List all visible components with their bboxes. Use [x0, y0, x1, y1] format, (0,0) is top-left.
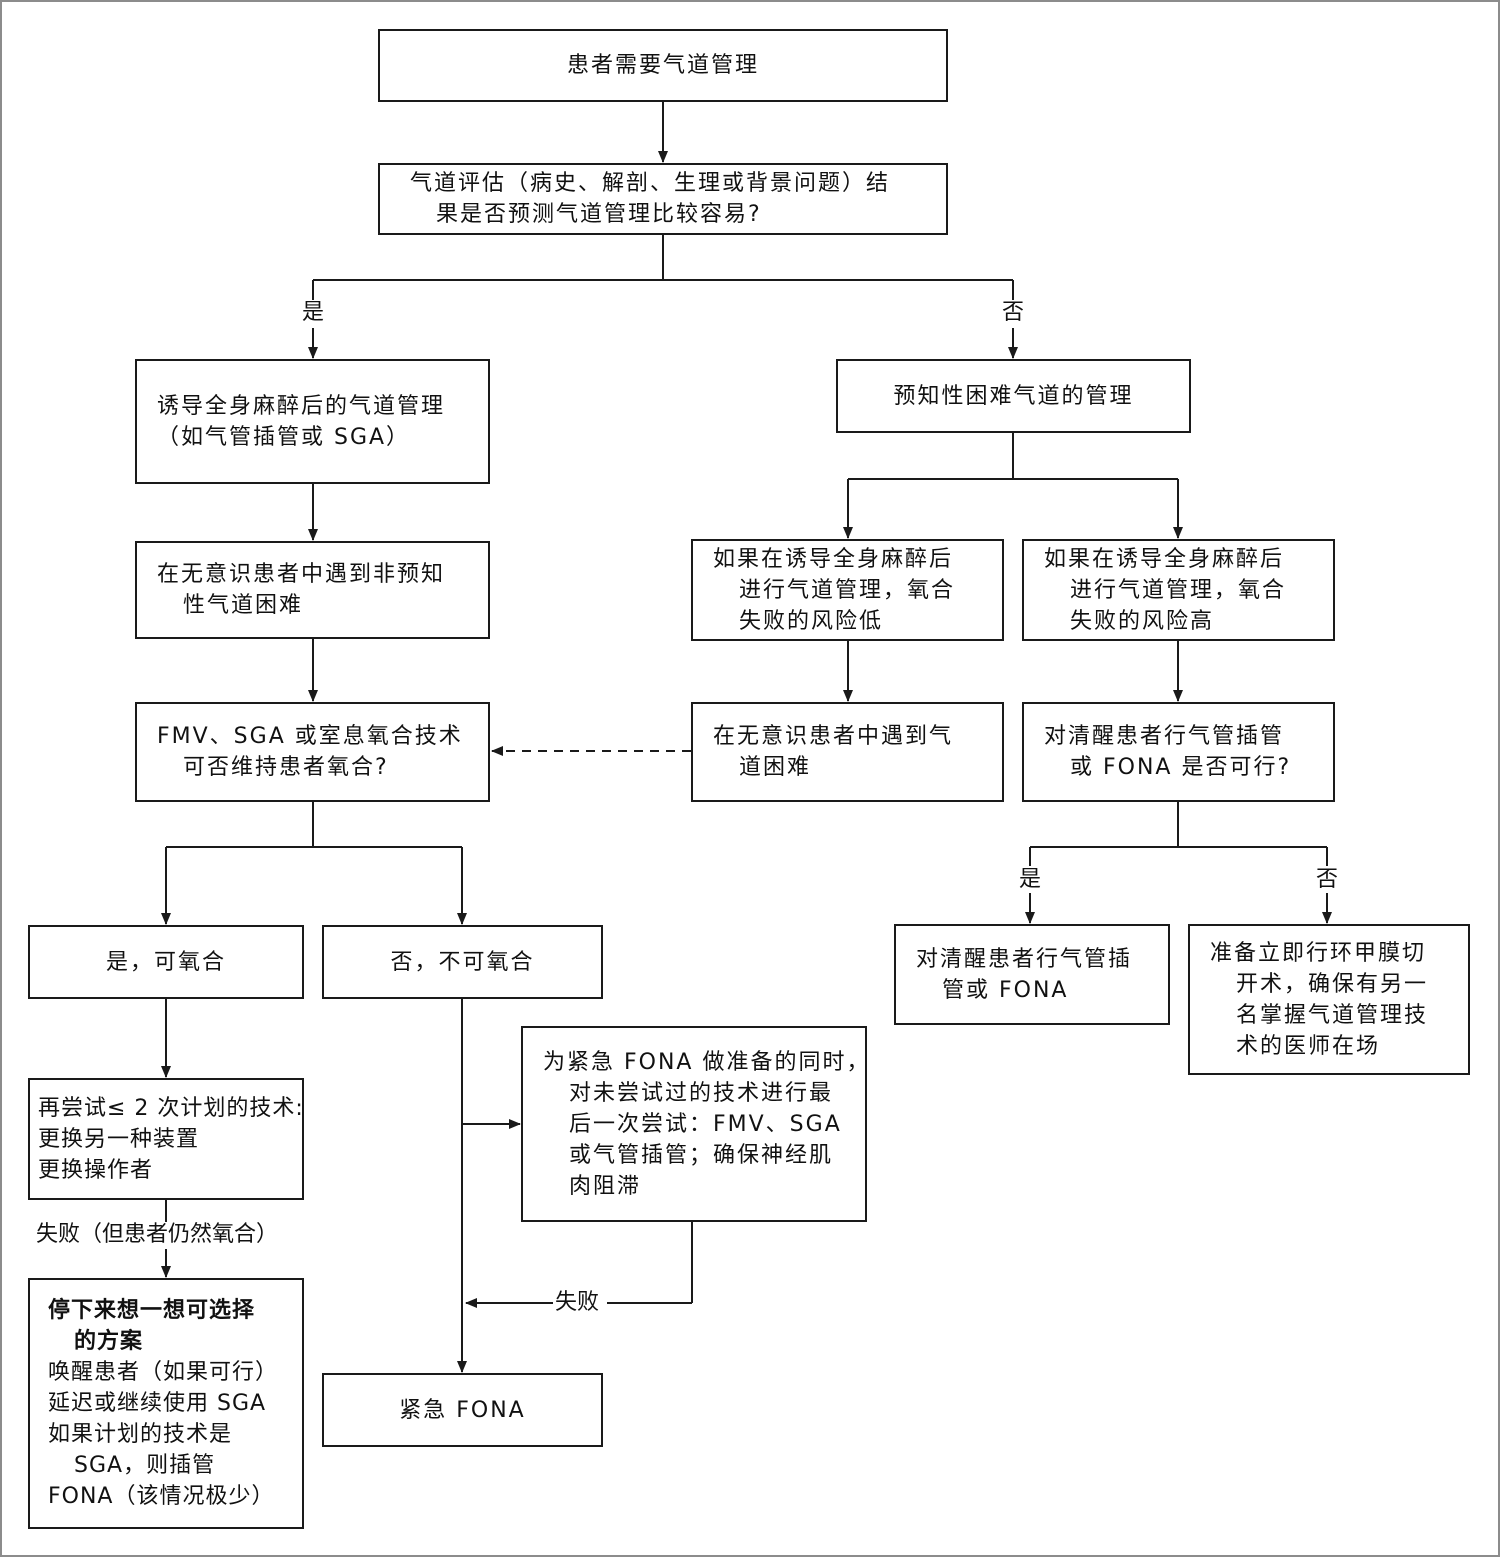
label-no: 否 [1002, 300, 1025, 326]
node-ga-airway-management: 诱导全身麻醉后的气道管理 （如气管插管或 SGA） [135, 359, 490, 484]
node-yes-can-oxygenate: 是，可氧合 [28, 925, 304, 999]
node-final-attempt: 为紧急 FONA 做准备的同时， 对未尝试过的技术进行最 后一次尝试：FMV、S… [521, 1026, 868, 1222]
node-prepare-cricothyrotomy: 准备立即行环甲膜切 开术，确保有另一 名掌握气道管理技 术的医师在场 [1188, 924, 1470, 1075]
node-low-risk: 如果在诱导全身麻醉后 进行气道管理，氧合 失败的风险低 [691, 539, 1004, 641]
node-awake-intubation: 对清醒患者行气管插 管或 FONA [894, 924, 1170, 1025]
node-emergency-fona: 紧急 FONA [322, 1373, 603, 1447]
label-yes: 是 [302, 300, 325, 326]
node-awake-intubation-question: 对清醒患者行气管插管 或 FONA 是否可行? [1022, 702, 1335, 802]
label-fail: 失败 [555, 1290, 600, 1316]
node-unanticipated-difficulty: 在无意识患者中遇到非预知 性气道困难 [135, 541, 490, 639]
node-retry-techniques: 再尝试≤ 2 次计划的技术: 更换另一种装置 更换操作者 [28, 1078, 304, 1200]
node-unconscious-difficulty: 在无意识患者中遇到气 道困难 [691, 702, 1004, 802]
label-no-awake: 否 [1316, 867, 1339, 893]
label-yes-awake: 是 [1019, 867, 1042, 893]
node-oxygenation-question: FMV、SGA 或室息氧合技术 可否维持患者氧合? [135, 702, 490, 802]
node-no-cannot-oxygenate: 否，不可氧合 [322, 925, 603, 999]
node-stop-and-think: 停下来想一想可选择 的方案 唤醒患者（如果可行） 延迟或继续使用 SGA 如果计… [28, 1278, 304, 1529]
node-airway-assessment: 气道评估（病史、解剖、生理或背景问题）结 果是否预测气道管理比较容易? [378, 163, 948, 235]
node-start: 患者需要气道管理 [378, 29, 948, 102]
node-anticipated-difficult-airway: 预知性困难气道的管理 [836, 359, 1191, 433]
label-fail-oxygenated: 失败（但患者仍然氧合） [36, 1222, 279, 1247]
node-high-risk: 如果在诱导全身麻醉后 进行气道管理，氧合 失败的风险高 [1022, 539, 1335, 641]
